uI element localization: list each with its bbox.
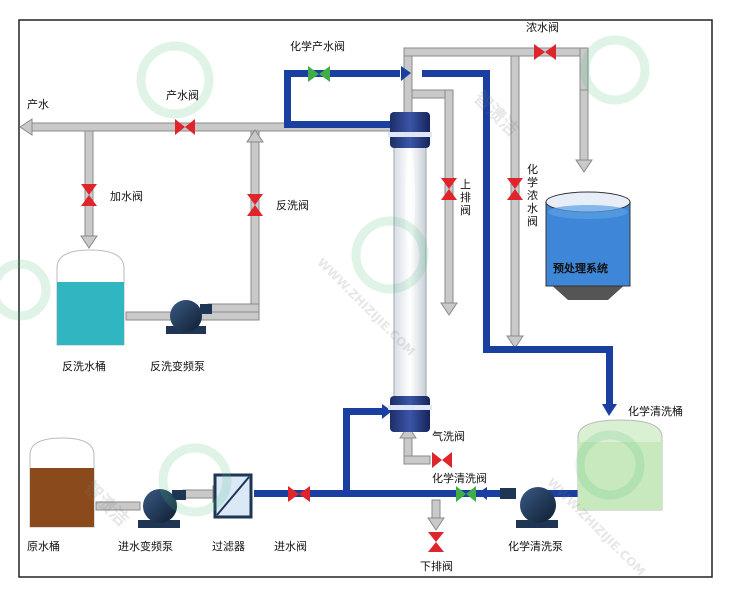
label-backwash-valve: 反洗阀 [276, 199, 309, 212]
chem-clean-valve-icon [456, 486, 466, 502]
label-pretreatment-system: 预处理系统 [553, 262, 608, 275]
pretreatment-tank [545, 191, 631, 300]
fill-valve-icon [81, 184, 97, 195]
backwash-pump-icon [166, 300, 212, 334]
label-upper-drain-valve: 上排阀 [460, 178, 471, 217]
label-backwash-pump: 反洗变频泵 [150, 360, 205, 373]
raw-water-tank [29, 437, 95, 528]
label-chem-clean-pump: 化学清洗泵 [508, 540, 563, 553]
filter-icon [213, 473, 253, 519]
label-product-water: 产水 [27, 98, 49, 111]
valves [81, 44, 556, 552]
label-raw-water-tank: 原水桶 [27, 540, 60, 553]
label-chem-concentrate-valve: 化学浓水阀 [527, 163, 538, 228]
label-concentrate-valve: 浓水阀 [526, 21, 559, 34]
chem-clean-tank [577, 419, 663, 511]
label-chem-clean-valve: 化学清洗阀 [432, 472, 487, 485]
label-filter: 过滤器 [212, 540, 245, 553]
feed-valve-icon [288, 486, 299, 502]
chem-clean-pump-icon [500, 487, 558, 528]
label-product-valve: 产水阀 [166, 89, 199, 102]
lower-drain-valve-icon [428, 532, 444, 542]
label-chem-product-valve: 化学产水阀 [290, 40, 345, 53]
membrane-module [388, 112, 432, 432]
label-lower-drain-valve: 下排阀 [420, 560, 453, 573]
upper-drain-valve-icon [441, 178, 457, 189]
backwash-tank [56, 249, 125, 346]
label-feed-valve: 进水阀 [274, 540, 307, 553]
backwash-valve-icon [247, 194, 263, 205]
label-chem-clean-tank: 化学清洗桶 [628, 405, 683, 418]
product-valve-icon [175, 119, 185, 135]
air-wash-valve-icon [432, 452, 442, 468]
diagram-frame [18, 19, 713, 578]
concentrate-valve-icon [534, 44, 545, 60]
watermark-logos [0, 35, 650, 517]
label-fill-valve: 加水阀 [110, 190, 143, 203]
label-feed-pump: 进水变频泵 [118, 540, 173, 553]
label-backwash-tank: 反洗水桶 [62, 360, 106, 373]
chem-concentrate-valve-icon [507, 178, 523, 189]
feed-pump-icon [138, 489, 186, 528]
label-air-wash-valve: 气洗阀 [432, 430, 465, 443]
chem-product-valve-icon [308, 66, 319, 82]
blue-arrowheads [382, 66, 617, 500]
